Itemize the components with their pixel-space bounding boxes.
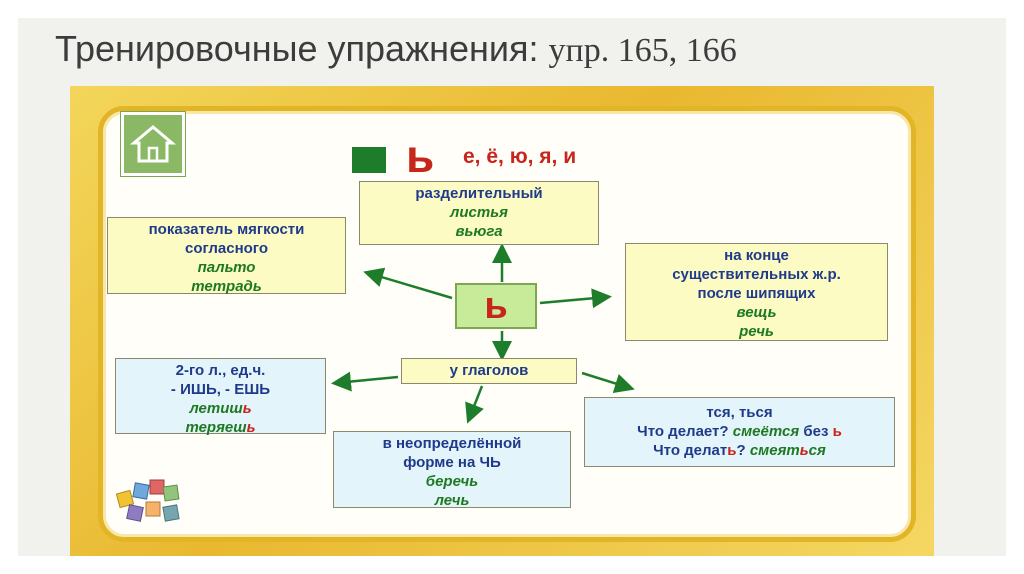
second-person-example-1: летишь: [116, 399, 325, 418]
example-1-sign: ь: [242, 400, 252, 417]
green-square-marker: [352, 147, 386, 173]
box-tsya: тся, ться Что делает? смеётся без ь Что …: [584, 397, 895, 467]
tsya-example-2-ending: ся: [808, 442, 826, 459]
second-person-example-2: теряешь: [116, 418, 325, 437]
infinitive-line-2: форме на ЧЬ: [403, 454, 501, 471]
tsya-question-2-sign: ь: [727, 442, 737, 459]
tsya-line-3: Что делать? смеяться: [585, 441, 894, 460]
arrow-verbs-left: [331, 371, 399, 392]
example-2-sign: ь: [246, 419, 256, 436]
nouns-line-2: существительных ж.р.: [672, 266, 841, 283]
home-button[interactable]: [120, 111, 186, 177]
tsya-example-2: смеяться: [750, 442, 826, 459]
separating-example-2: вьюга: [455, 223, 503, 240]
tsya-without: без: [803, 423, 829, 440]
box-separating: разделительный листья вьюга: [359, 181, 599, 245]
nouns-example-2: речь: [739, 323, 774, 340]
arrow-verbs-right: [581, 371, 635, 394]
softness-line-2: согласного: [184, 240, 269, 257]
softness-example-1: пальто: [197, 259, 256, 276]
infinitive-example-1: беречь: [425, 473, 479, 490]
tsya-line-2: Что делает? смеётся без ь: [585, 422, 894, 441]
softness-line-1: показатель мягкости: [148, 221, 305, 238]
tsya-question-1: Что делает?: [637, 423, 729, 440]
home-icon: [130, 125, 176, 163]
box-infinitive: в неопределённой форме на ЧЬ беречь лечь: [333, 431, 571, 509]
letter-cubes-icon: [115, 479, 180, 522]
tsya-example-2-sign: ь: [799, 442, 809, 459]
title-main: Тренировочные упражнения:: [55, 28, 549, 69]
nouns-example-1: вещь: [736, 304, 777, 321]
tsya-example-2-stem: смеят: [749, 442, 800, 459]
box-verbs: у глаголов: [401, 358, 577, 384]
nouns-line-3: после шипящих: [697, 285, 816, 302]
second-person-line-1: 2-го л., ед.ч.: [175, 362, 266, 379]
infinitive-example-2: лечь: [434, 492, 470, 509]
vowels-list: е, ё, ю, я, и: [463, 145, 577, 168]
box-softness: показатель мягкости согласного пальто те…: [107, 217, 346, 295]
tsya-line-1: тся, ться: [706, 404, 773, 421]
soft-sign-heading: ь: [406, 130, 435, 182]
arrow-right: [539, 288, 612, 309]
tsya-question-2-stem: Что делат: [653, 442, 728, 459]
separating-example-1: листья: [450, 204, 508, 221]
example-2-stem: теряеш: [185, 419, 247, 436]
center-soft-sign: ь: [455, 283, 537, 329]
box-second-person: 2-го л., ед.ч. - ИШЬ, - ЕШЬ летишь теряе…: [115, 358, 326, 437]
page-title: Тренировочные упражнения: упр. 165, 166: [55, 28, 737, 78]
softness-example-2: тетрадь: [191, 278, 262, 295]
second-person-line-2: - ИШЬ, - ЕШЬ: [170, 381, 271, 398]
infinitive-line-1: в неопределённой: [382, 435, 522, 452]
box-nouns: на конце существительных ж.р. после шипя…: [625, 243, 888, 341]
arrow-left: [363, 267, 453, 300]
tsya-sign: ь: [832, 423, 842, 440]
tsya-example-1: смеётся: [732, 423, 800, 440]
nouns-line-1: на конце: [724, 247, 789, 264]
verbs-title: у глаголов: [449, 362, 529, 379]
example-1-stem: летиш: [189, 400, 243, 417]
tsya-question-2-mark: ?: [736, 442, 746, 459]
arrow-verbs-down: [465, 385, 484, 424]
title-numbers: упр. 165, 166: [548, 32, 737, 69]
separating-title: разделительный: [415, 185, 543, 202]
